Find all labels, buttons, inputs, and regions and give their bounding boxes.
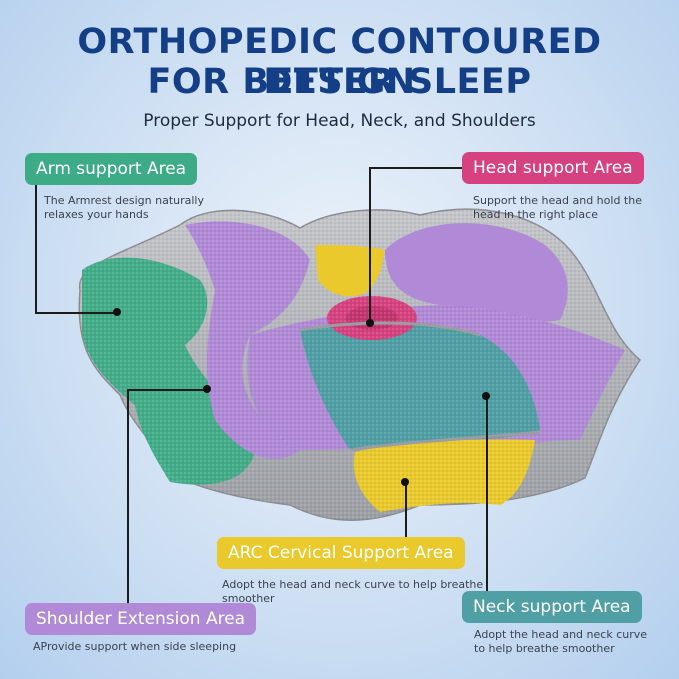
arm-support-label: Arm support Area: [25, 153, 198, 185]
title-line-2: FOR BETTER SLEEP: [147, 62, 532, 102]
arm-support-description: The Armrest design naturally relaxes you…: [44, 194, 204, 221]
shoulder-pointer-dot: [203, 385, 211, 393]
neck-support-description: Adopt the head and neck curve to help br…: [474, 628, 648, 655]
head-leader-vertical: [369, 167, 371, 322]
shoulder-leader-vertical: [127, 389, 129, 604]
head-pointer-dot: [366, 319, 374, 327]
cervical-support-description: Adopt the head and neck curve to help br…: [222, 578, 484, 605]
cervical-support-label: ARC Cervical Support Area: [217, 537, 465, 569]
cervical-leader-vertical: [405, 482, 407, 539]
cervical-pointer-dot: [401, 478, 409, 486]
neck-pointer-dot: [482, 392, 490, 400]
head-support-label: Head support Area: [462, 152, 644, 184]
shoulder-extension-description: AProvide support when side sleeping: [33, 640, 237, 653]
arm-leader-vertical: [35, 185, 37, 313]
head-leader-horizontal: [369, 167, 463, 169]
shoulder-extension-label: Shoulder Extension Area: [25, 603, 257, 635]
subtitle: Proper Support for Head, Neck, and Shoul…: [143, 111, 536, 131]
arm-pointer-dot: [113, 308, 121, 316]
head-support-description: Support the head and hold the head in th…: [473, 194, 642, 221]
shoulder-region-right: [385, 223, 568, 322]
neck-support-label: Neck support Area: [462, 591, 642, 623]
top-neck-strip: [315, 245, 385, 297]
shoulder-leader-horizontal: [127, 389, 207, 391]
title-line-1: ORTHOPEDIC CONTOURED DESIGN: [77, 22, 602, 102]
arm-leader-horizontal: [35, 312, 117, 314]
neck-leader-vertical: [486, 396, 488, 592]
